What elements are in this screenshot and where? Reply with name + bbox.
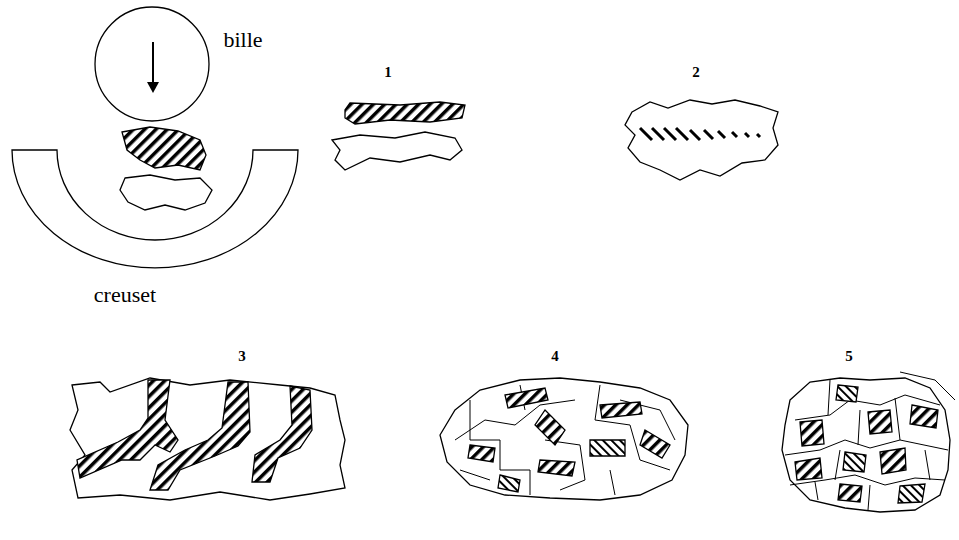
callout-number: 4	[551, 348, 559, 365]
refined-particle	[440, 378, 688, 500]
welded-particle	[625, 100, 778, 180]
hatched-particle	[122, 127, 206, 170]
arrow	[152, 42, 154, 88]
hatched-band	[252, 386, 312, 482]
callout-number: 1	[384, 64, 392, 81]
callout-number: 5	[845, 348, 853, 365]
part-label: creuset	[94, 283, 156, 307]
flattened-plain-particle	[332, 132, 462, 170]
callout-number: 3	[238, 348, 246, 365]
flattened-hatched-particle	[345, 102, 465, 124]
callout-number: 2	[692, 64, 700, 81]
lamellar-particle	[70, 378, 345, 500]
ball	[95, 7, 209, 121]
plain-particle	[120, 175, 212, 210]
homogeneous-particle	[782, 378, 950, 512]
arrow-head	[147, 82, 159, 93]
part-label: bille	[223, 28, 262, 52]
hatched-band	[150, 382, 250, 490]
